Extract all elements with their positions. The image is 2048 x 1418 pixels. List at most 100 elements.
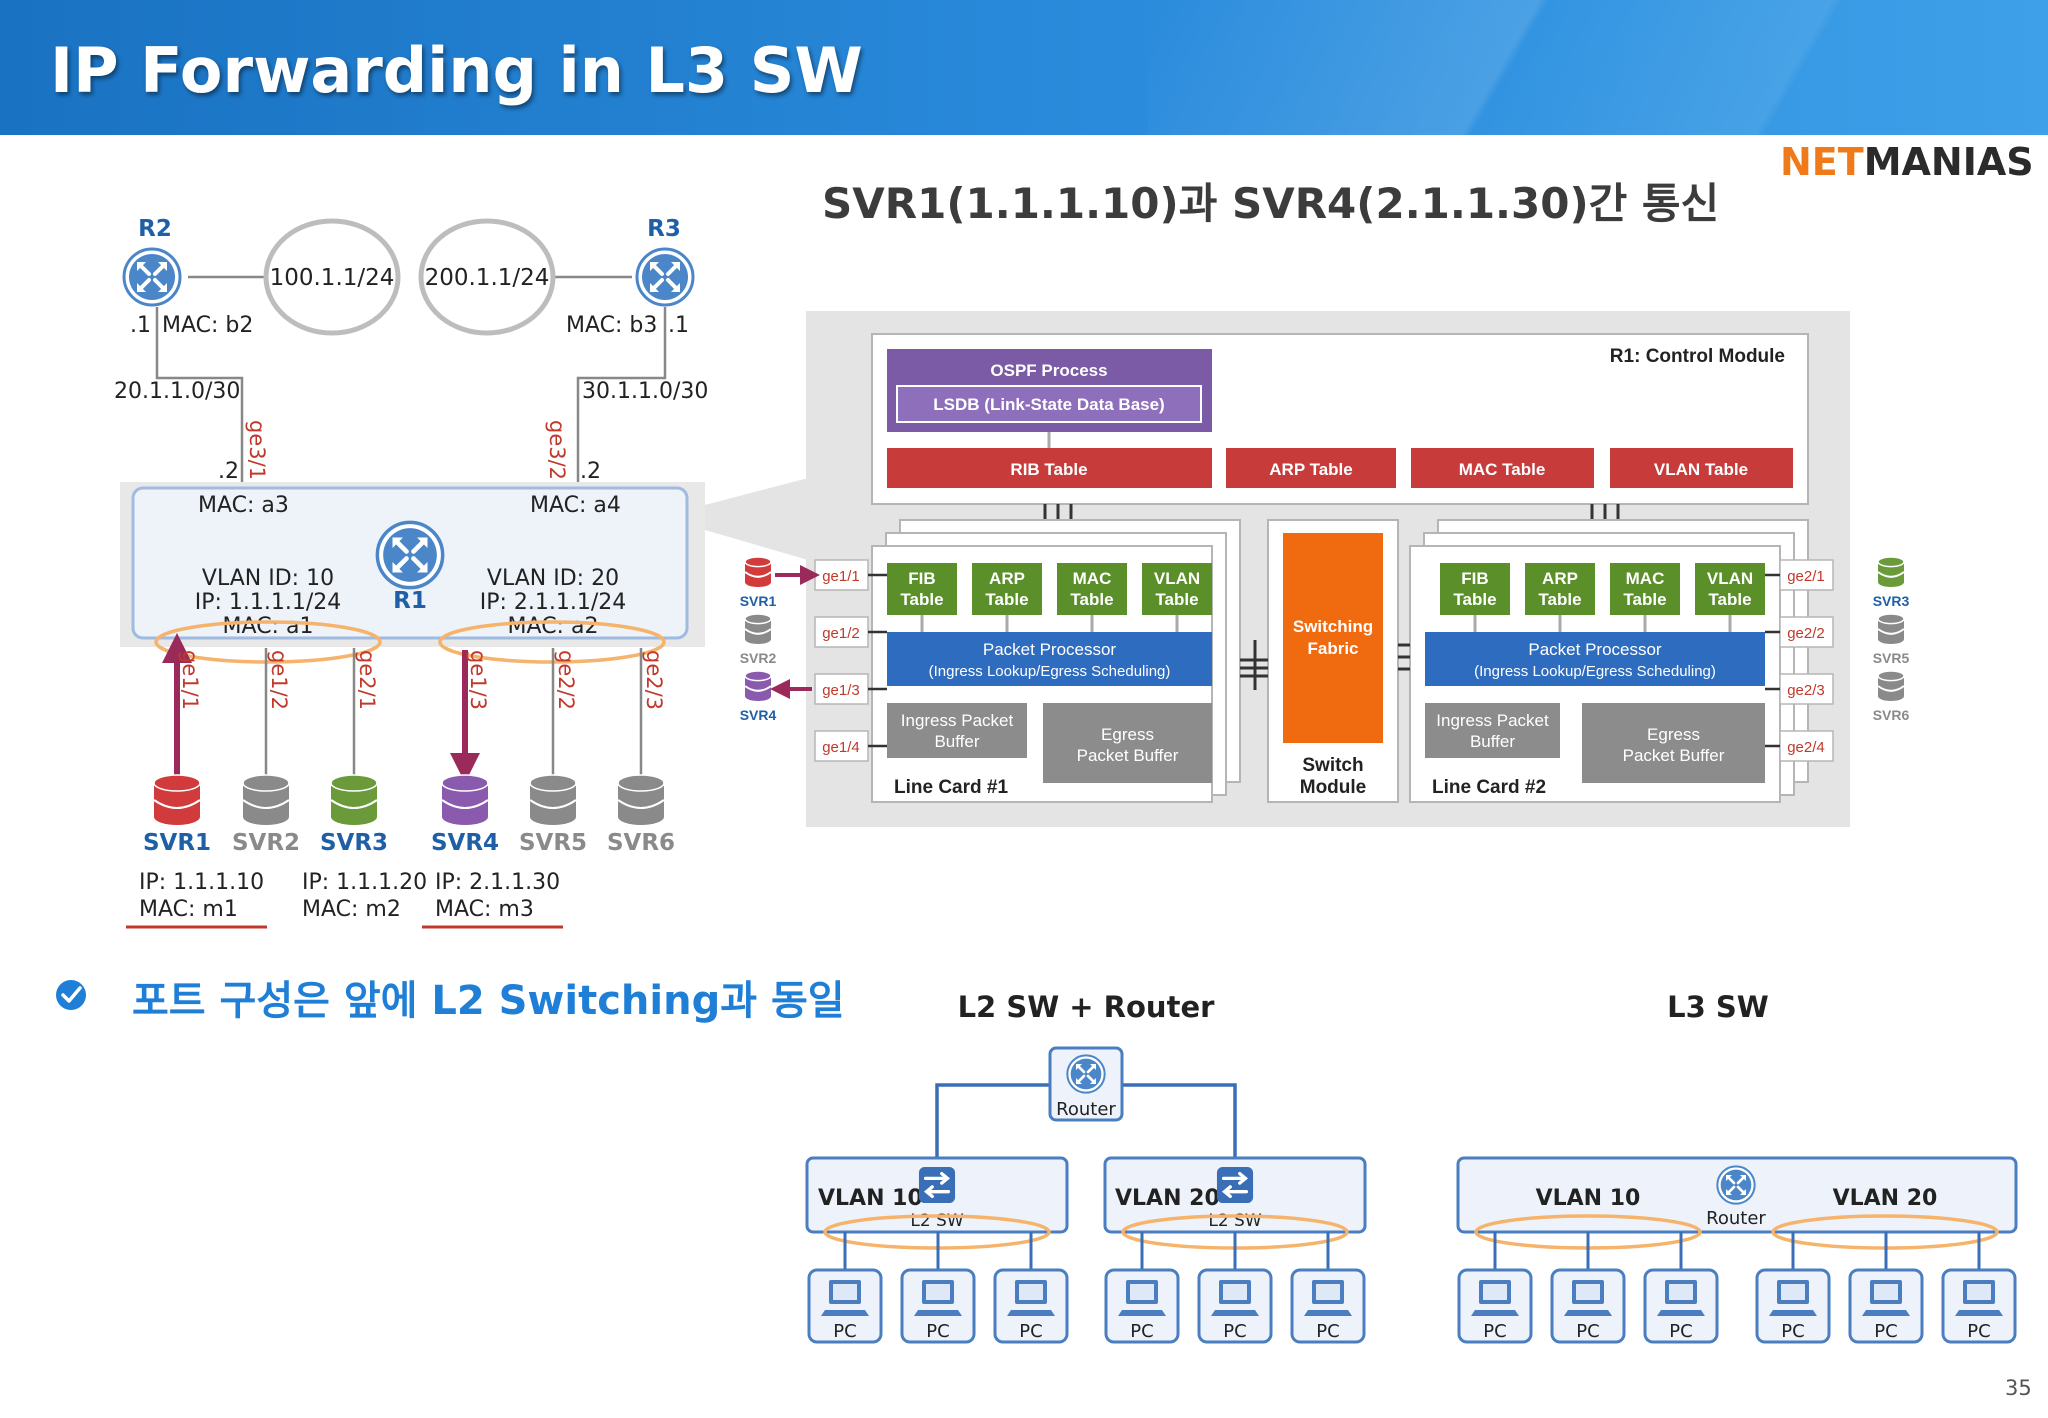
r1-port-ge3-1: ge3/1 [245,420,269,480]
rib-table-box [887,448,1212,488]
r1-right-mac: MAC: a4 [530,493,621,518]
lc-table-name: MAC [1626,569,1665,588]
network-200-label: 200.1.1/24 [425,265,550,291]
port-box-ge2-1 [1779,559,1834,591]
l2sw-vlan10-sublabel: L2 SW [910,1211,963,1231]
l3-sw-title: L3 SW [1667,990,1769,1024]
r2-r1-link [155,307,244,492]
vlan10-id: VLAN ID: 10 [202,566,334,591]
l3sw-router-label: Router [1706,1208,1766,1229]
egress-buffer-box [1043,703,1212,783]
l3sw-router-icon [1716,1165,1756,1205]
lc-table-word: Table [1453,590,1496,609]
lc-table-word: Table [900,590,943,609]
port-label-ge2-4: ge2/4 [1787,739,1825,756]
port-box-ge2-4 [1779,730,1834,762]
l3sw-vlan10-label: VLAN 10 [1536,1186,1641,1211]
r2-name: R2 [138,216,172,242]
mac-table-label: MAC Table [1459,460,1546,479]
arch-server-icon-svr5 [1877,613,1905,644]
svr1-mac: MAC: m1 [139,897,238,922]
router-label: Router [1056,1099,1116,1120]
vlan-table-box [1610,448,1793,488]
r3-router-icon [635,247,695,307]
arch-server-label-svr1: SVR1 [740,593,777,609]
pc-label: PC [1130,1321,1153,1342]
switch-module-label-1: Switch [1302,755,1363,776]
header-decoration [1148,0,2048,135]
svr4-ip: IP: 2.1.1.30 [435,870,560,895]
port-label-ge2-1: ge2/1 [1787,568,1825,585]
arch-server-icon-svr6 [1877,670,1905,701]
vlan20-ip: IP: 2.1.1.1/24 [480,590,627,615]
port-box-ge2-3 [1779,673,1834,705]
packet-processor-sublabel: (Ingress Lookup/Egress Scheduling) [929,663,1171,680]
pc-label: PC [1781,1321,1804,1342]
server-icon-svr1 [153,774,201,825]
r2-mac: MAC: b2 [162,313,253,338]
arp-table-box [1226,448,1396,488]
logo-part-net: NET [1780,140,1864,184]
lc-table-name: FIB [908,569,935,588]
server-icon-svr4 [441,774,489,825]
page-number: 35 [2005,1376,2032,1400]
mac-table-box [1411,448,1594,488]
vlan10-ip: IP: 1.1.1.1/24 [195,590,342,615]
lc-table-name: VLAN [1707,569,1753,588]
egress-buffer-sublabel: Packet Buffer [1623,746,1725,765]
port-box-ge1-2 [814,616,869,648]
egress-buffer-box [1582,703,1765,783]
switching-fabric-label-1: Switching [1293,617,1373,636]
lc-table-box [1440,563,1510,615]
pc-label: PC [926,1321,949,1342]
line-card-2-label: Line Card #2 [1432,777,1546,798]
ingress-buffer-box [1425,703,1560,758]
lsdb-box [896,385,1202,423]
fabric-bus [1240,640,1410,690]
ospf-process-label: OSPF Process [990,361,1107,380]
r3-name: R3 [647,216,681,242]
port-label-ge1-2: ge1/2 [822,625,860,642]
port-label-ge1-1: ge1/1 [822,568,860,585]
l2sw-vlan10-label: VLAN 10 [818,1186,923,1211]
r3-ip: .1 [668,313,689,338]
packet-processor-label: Packet Processor [983,640,1117,659]
pc-label: PC [1483,1321,1506,1342]
ingress-buffer-sublabel: Buffer [1470,732,1515,751]
svr4-mac: MAC: m3 [435,897,534,922]
server-label-svr4: SVR4 [431,830,499,856]
ingress-buffer-label: Ingress Packet [901,711,1014,730]
line-card-1-label: Line Card #1 [894,777,1008,798]
port-ge2-3: ge2/3 [642,650,666,710]
lc-table-word: Table [1155,590,1198,609]
server-label-svr6: SVR6 [607,830,675,856]
pc-label: PC [1316,1321,1339,1342]
network-100-label: 100.1.1/24 [270,265,395,291]
lc-table-word: Table [1070,590,1113,609]
lc-table-box [972,563,1042,615]
lc-table-word: Table [1623,590,1666,609]
pc-label: PC [833,1321,856,1342]
lc-table-box [1695,563,1765,615]
server-icon-svr3 [330,774,378,825]
packet-processor-box [1425,632,1765,686]
lc-table-name: ARP [1542,569,1578,588]
egress-buffer-label: Egress [1101,725,1154,744]
pc-label: PC [1669,1321,1692,1342]
switching-fabric-label-2: Fabric [1307,639,1358,658]
lc-table-name: VLAN [1154,569,1200,588]
lc-table-box [1142,563,1212,615]
network-cloud-200 [418,218,556,336]
r3-link-subnet: 30.1.1.0/30 [582,379,708,404]
port-ge2-1: ge2/1 [355,650,379,710]
r3-r1-link [576,307,667,492]
control-module-label: R1: Control Module [1610,346,1785,367]
l3sw-vlan20-label: VLAN 20 [1833,1186,1938,1211]
lc-table-name: FIB [1461,569,1488,588]
lc-table-word: Table [985,590,1028,609]
lc-table-name: MAC [1073,569,1112,588]
arch-server-label-svr3: SVR3 [1873,593,1910,609]
port-label-ge1-4: ge1/4 [822,739,860,756]
